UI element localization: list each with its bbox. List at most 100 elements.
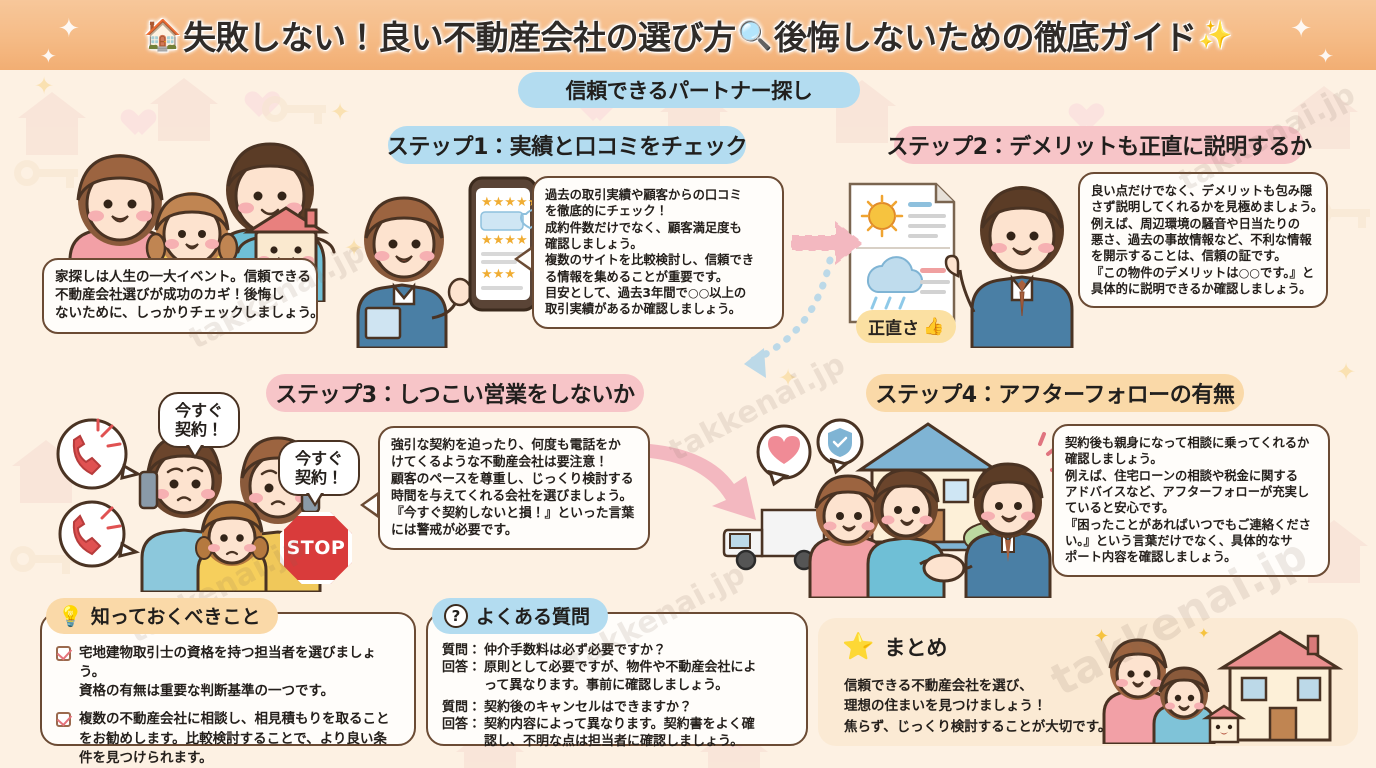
summary-line: 信頼できる不動産会社を選び、 xyxy=(844,678,1033,694)
arrow-step2-to-step3 xyxy=(740,256,834,378)
page-title: 🏠 失敗しない！良い不動産会社の選び方 🔍 後悔しないための徹底ガイド ✨ xyxy=(144,11,1233,59)
step3-line: 強引な契約を迫ったり、何度も電話をか xyxy=(391,438,621,453)
subtitle-pill: 信頼できるパートナー探し xyxy=(518,72,860,108)
svg-text:✦: ✦ xyxy=(1198,626,1210,642)
step2-line: 悪さ、過去の事故情報など、不利な情報 xyxy=(1091,233,1312,248)
page-title-part1: 失敗しない！良い不動産会社の選び方 xyxy=(183,18,736,57)
summary-heading-text: まとめ xyxy=(884,636,948,660)
honesty-badge: 正直さ 👍 xyxy=(856,310,957,343)
question-mark-icon: ? xyxy=(444,603,468,628)
step3-bubble-tail xyxy=(360,492,378,518)
after-support-illustration xyxy=(722,418,1062,598)
step2-line: 例えば、周辺環境の騒音や日当たりの xyxy=(1091,216,1301,231)
intro-callout: 家探しは人生の一大イベント。信頼できる 不動産会社選びが成功のカギ！後悔し ない… xyxy=(42,258,324,334)
lightbulb-icon: 💡 xyxy=(58,603,83,628)
step4-heading-text: ステップ4：アフターフォローの有無 xyxy=(875,383,1235,408)
sparkle-icon: ✦ xyxy=(1290,14,1312,44)
step1-heading-text: ステップ1：実績と口コミをチェック xyxy=(386,135,748,160)
step2-heading: ステップ2：デメリットも正直に説明するか xyxy=(886,126,1312,164)
step4-line: 例えば、住宅ローンの相談や税金に関する xyxy=(1065,468,1299,483)
step2-line: 『この物件のデメリットは○○です。』と xyxy=(1091,265,1315,280)
svg-text:✦: ✦ xyxy=(1094,626,1109,647)
checkbox-icon xyxy=(56,646,71,661)
intro-line: 家探しは人生の一大イベント。信頼できる xyxy=(55,269,311,285)
step4-line: い。』という言葉だけでなく、具体的なサ xyxy=(1065,534,1293,549)
step2-line: 具体的に説明できるか確認しましょう。 xyxy=(1091,282,1312,297)
faq-a-text: って異なります。事前に確認しましょう。 xyxy=(484,677,729,693)
step4-line: 契約後も親身になって相談に乗ってくれるか xyxy=(1065,436,1310,450)
step3-callout: 強引な契約を迫ったり、何度も電話をか けてくるような不動産会社は要注意！ 顧客の… xyxy=(378,426,650,551)
faq-a-text: 契約内容によって異なります。契約書をよく確 xyxy=(484,717,755,733)
step1-line: 取引実績があるか確認しましょう。 xyxy=(545,302,742,317)
arrow-step3-to-step4 xyxy=(650,444,756,520)
intro-line: 不動産会社選びが成功のカギ！後悔し xyxy=(55,286,285,303)
arrow-step1-to-step2 xyxy=(791,220,864,266)
faq-question: 質問： 契約後のキャンセルはできますか？ xyxy=(442,699,792,716)
step1-bubble-tail xyxy=(514,246,532,272)
intro-line: ないために、しっかりチェックしましょう。 xyxy=(55,304,324,321)
step1-heading: ステップ1：実績と口コミをチェック xyxy=(386,126,748,164)
faq-panel-heading-text: よくある質問 xyxy=(476,606,591,628)
step1-line: 複数のサイトを比較検討し、信頼でき xyxy=(545,253,755,268)
step2-line: 良い点だけでなく、デメリットも包み隠 xyxy=(1091,184,1313,198)
step3-heading: ステップ3：しつこい営業をしないか xyxy=(266,374,644,412)
step3-line: けてくるような不動産会社は要注意！ xyxy=(391,455,608,471)
svg-text:★★★★: ★★★★ xyxy=(481,233,528,248)
svg-text:★★★★★: ★★★★★ xyxy=(481,195,539,210)
step1-line: 成約件数だけでなく、顧客満足度も xyxy=(545,220,742,235)
faq-question: 質問： 仲介手数料は必ず必要ですか？ xyxy=(442,642,792,659)
summary-heading: ⭐ まとめ xyxy=(842,632,947,662)
subtitle-text: 信頼できるパートナー探し xyxy=(565,79,813,103)
summary-line: 焦らず、じっくり検討することが大切です。 xyxy=(844,718,1112,735)
speech-bubble-urgent-1: 今すぐ契約！ xyxy=(158,392,240,459)
know-item: 宅地建物取引士の資格を持つ担当者を選びましょう。 資格の有無は重要な判断基準の一… xyxy=(56,644,400,701)
page-header: ✦ ✦ ✦ ✦ 🏠 失敗しない！良い不動産会社の選び方 🔍 後悔しないための徹底… xyxy=(0,0,1376,70)
speech-bubble-urgent-2: 今すぐ契約！ xyxy=(278,440,360,507)
step1-line: 目安として、過去3年間で○○以上の xyxy=(545,286,747,301)
honest-agent-illustration xyxy=(848,182,1074,348)
step4-line: 『困ったことがあればいつでもご連絡くださ xyxy=(1065,517,1311,532)
sparkles-icon: ✨ xyxy=(1198,20,1233,51)
step3-line: 顧客のペースを尊重し、じっくり検討する xyxy=(391,472,634,488)
summary-panel: ⭐ まとめ 信頼できる不動産会社を選び、 理想の住まいを見つけましょう！ 焦らず… xyxy=(818,618,1358,746)
house-icon: 🏠 xyxy=(144,17,182,53)
know-item: 複数の不動産会社に相談し、相見積もりを取ること をお勧めします。比較検討すること… xyxy=(56,710,400,767)
step4-line: ていると安心です。 xyxy=(1065,501,1175,516)
sparkle-icon: ✦ xyxy=(40,44,57,68)
faq-panel: 質問： 仲介手数料は必ず必要ですか？ 回答： 原則として必要ですが、物件や不動産… xyxy=(426,612,808,749)
know-line: 宅地建物取引士の資格を持つ担当者を選びましょう。 xyxy=(79,645,376,681)
step4-line: アドバイスなど、アフターフォローが充実し xyxy=(1065,485,1310,500)
faq-a-text: 原則として必要ですが、物件や不動産会社によ xyxy=(484,660,757,676)
summary-family-house-illustration: ✦ ✦ xyxy=(1094,626,1344,744)
step4-callout: 契約後も親身になって相談に乗ってくれるか 確認しましょう。 例えば、住宅ローンの… xyxy=(1052,424,1330,577)
summary-line: 理想の住まいを見つけましょう！ xyxy=(844,698,1047,715)
faq-q-text: 仲介手数料は必ず必要ですか？ xyxy=(484,643,667,658)
speech-text: 今すぐ契約！ xyxy=(174,400,223,439)
know-line: をお勧めします。比較検討することで、より良い条 xyxy=(79,730,387,747)
know-panel-heading-text: 知っておくべきこと xyxy=(90,606,261,628)
step2-line: さず説明してくれるかを見極めましょう。 xyxy=(1091,200,1324,215)
sparkle-icon: ✦ xyxy=(58,14,80,44)
faq-panel-heading: ? よくある質問 xyxy=(432,598,609,634)
faq-q-label: 質問： xyxy=(442,643,482,658)
step3-heading-text: ステップ3：しつこい営業をしないか xyxy=(275,383,635,408)
know-line: 件を見つけられます。 xyxy=(79,749,213,766)
bg-sparkle-icon: ✦ xyxy=(1336,358,1357,386)
step3-line: には警戒が必要です。 xyxy=(391,523,518,539)
step2-heading-text: ステップ2：デメリットも正直に説明するか xyxy=(886,135,1312,160)
checkbox-icon xyxy=(56,712,71,728)
svg-text:★★★: ★★★ xyxy=(481,267,516,282)
speech-text: 今すぐ契約！ xyxy=(294,448,343,487)
know-panel: 宅地建物取引士の資格を持つ担当者を選びましょう。 資格の有無は重要な判断基準の一… xyxy=(40,612,416,766)
step3-line: 時間を与えてくれる会社を選びましょう。 xyxy=(391,489,633,505)
stop-sign-label: STOP xyxy=(286,537,346,559)
step2-callout: 良い点だけでなく、デメリットも包み隠 さず説明してくれるかを見極めましょう。 例… xyxy=(1078,172,1328,309)
step1-line: を徹底的にチェック！ xyxy=(545,204,668,219)
step1-line: 確認しましょう。 xyxy=(545,237,643,252)
faq-q-label: 質問： xyxy=(442,699,482,715)
faq-a-label: 回答： xyxy=(442,717,482,733)
faq-a-label: 回答： xyxy=(442,660,482,676)
faq-answer: 回答： 原則として必要ですが、物件や不動産会社によ って異なります。事前に確認し… xyxy=(442,659,792,694)
step4-line: ポート内容を確認しましょう。 xyxy=(1065,550,1237,565)
